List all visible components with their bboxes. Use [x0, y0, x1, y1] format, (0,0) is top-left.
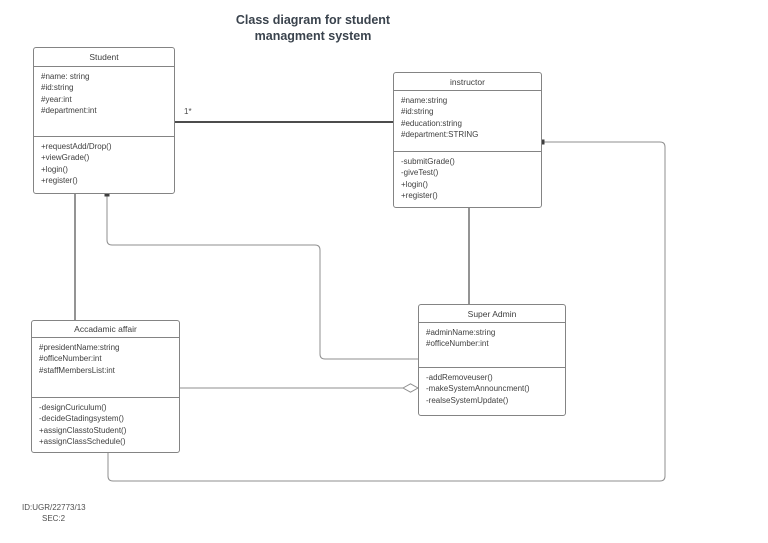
class-instructor-methods: -submitGrade() -giveTest() +login() +reg… [394, 152, 541, 202]
class-student-attributes: #name: string #id:string #year:int #depa… [34, 67, 174, 137]
footer-id: ID:UGR/22773/13 [22, 503, 86, 512]
attribute-row: #officeNumber:int [426, 339, 489, 349]
attribute-row: #name: string [41, 72, 90, 81]
multiplicity-label: 1* [183, 107, 193, 116]
class-super-admin-attributes: #adminName:string #officeNumber:int [419, 323, 565, 368]
class-academic-affair-name: Accadamic affair [32, 321, 179, 338]
method-row: +requestAdd/Drop() [41, 142, 112, 151]
class-academic-affair[interactable]: Accadamic affair #presidentName:string #… [31, 320, 180, 453]
diagram-title: Class diagram for student managment syst… [235, 13, 391, 43]
edge-academic-affair-super-admin-aggregation[interactable] [180, 383, 420, 393]
class-student[interactable]: Student #name: string #id:string #year:i… [33, 47, 175, 194]
class-academic-affair-attributes: #presidentName:string #officeNumber:int … [32, 338, 179, 398]
attribute-row: #department:STRING [401, 130, 479, 140]
method-row: +assignClasstoStudent() [39, 425, 127, 435]
footer-section: SEC:2 [42, 514, 66, 523]
attribute-row: #name:string [401, 96, 448, 105]
class-instructor-attributes: #name:string #id:string #education:strin… [394, 91, 541, 152]
class-student-methods: +requestAdd/Drop() +viewGrade() +login()… [34, 137, 174, 187]
aggregation-diamond [401, 383, 420, 393]
method-row: +register() [401, 191, 438, 201]
attribute-row: #presidentName:string [39, 343, 120, 352]
attribute-row: #adminName:string [426, 328, 496, 337]
method-row: -addRemoveuser() [426, 373, 493, 382]
attribute-row: #id:string [401, 107, 434, 117]
attribute-row: #staffMembersList:int [39, 365, 115, 375]
class-instructor-name: instructor [394, 73, 541, 91]
edge-endpoint-dot [539, 139, 545, 145]
method-row: -realseSystemUpdate() [426, 395, 509, 405]
class-student-name: Student [34, 48, 174, 67]
class-academic-affair-methods: -designCuriculum() -decideGtadingsystem(… [32, 398, 179, 448]
method-row: -designCuriculum() [39, 403, 107, 412]
edge-academic-affair-instructor[interactable] [107, 139, 666, 482]
edge-endpoint-dot [104, 191, 110, 197]
method-row: +assignClassSchedule() [39, 437, 126, 447]
method-row: +login() [41, 164, 68, 174]
class-super-admin-name: Super Admin [419, 305, 565, 323]
method-row: +viewGrade() [41, 153, 90, 163]
method-row: -submitGrade() [401, 157, 455, 166]
method-row: -giveTest() [401, 168, 439, 178]
edge-student-super-admin[interactable] [104, 191, 419, 360]
method-row: -decideGtadingsystem() [39, 414, 124, 424]
footer-id-block: ID:UGR/22773/13 SEC:2 [22, 502, 86, 524]
class-super-admin[interactable]: Super Admin #adminName:string #officeNum… [418, 304, 566, 416]
attribute-row: #education:string [401, 118, 462, 128]
class-super-admin-methods: -addRemoveuser() -makeSystemAnnouncment(… [419, 368, 565, 406]
attribute-row: #year:int [41, 94, 72, 104]
method-row: -makeSystemAnnouncment() [426, 384, 530, 394]
class-instructor[interactable]: instructor #name:string #id:string #educ… [393, 72, 542, 208]
attribute-row: #department:int [41, 106, 97, 116]
method-row: +register() [41, 176, 78, 186]
method-row: +login() [401, 179, 428, 189]
attribute-row: #id:string [41, 83, 74, 93]
attribute-row: #officeNumber:int [39, 354, 102, 364]
